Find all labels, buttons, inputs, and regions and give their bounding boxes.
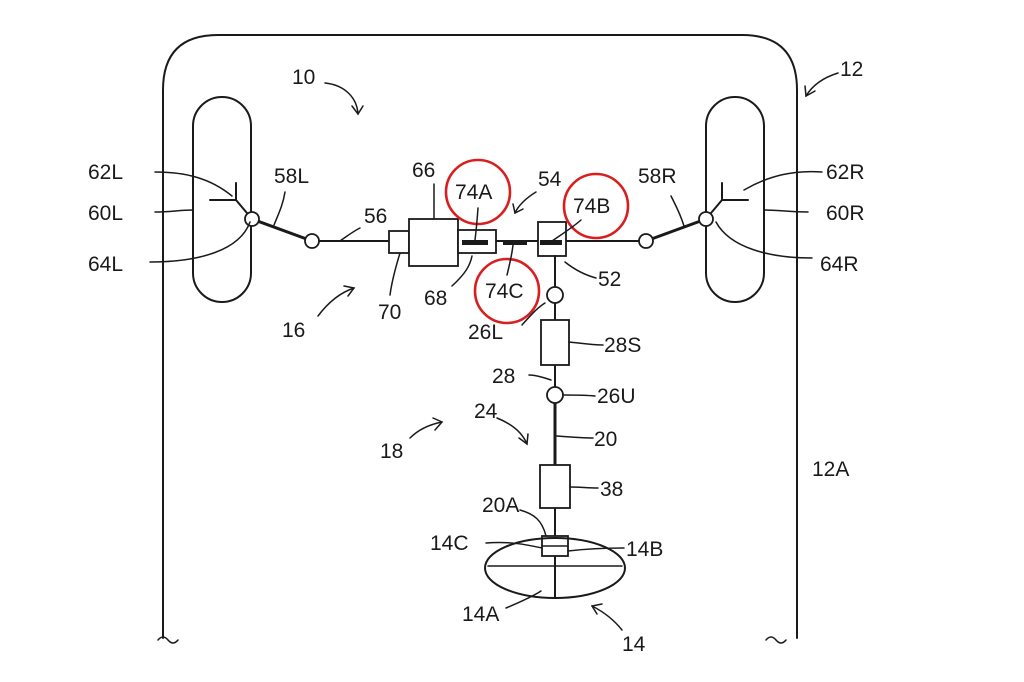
label-64L: 64L — [88, 253, 123, 276]
label-28S: 28S — [604, 334, 641, 357]
body-break-right — [765, 636, 787, 644]
label-28: 28 — [492, 365, 515, 388]
label-66: 66 — [412, 159, 435, 182]
arrow-24 — [496, 417, 528, 445]
left-wheel — [192, 96, 252, 303]
right-wheel — [705, 96, 765, 303]
arrow-16 — [317, 287, 355, 317]
label-52: 52 — [598, 268, 621, 291]
label-14C: 14C — [430, 532, 469, 555]
arrow-54 — [514, 191, 537, 214]
label-74B: 74B — [573, 195, 610, 218]
label-20A: 20A — [482, 494, 519, 517]
label-60R: 60R — [826, 202, 865, 225]
highlight-circle-74C — [473, 257, 541, 325]
steering-gear-box — [537, 221, 567, 257]
leader-lines — [149, 170, 823, 609]
universal-joint-26L — [546, 286, 564, 304]
label-62L: 62L — [88, 161, 123, 184]
tie-rod-joint-right-inner — [638, 233, 654, 249]
tie-rod-joint-right-outer — [698, 211, 714, 227]
steering-actuator-38 — [539, 464, 571, 509]
label-54: 54 — [538, 168, 562, 191]
stroke-mechanism-28S — [540, 319, 570, 366]
left-knuckle-arm — [209, 182, 253, 220]
label-24: 24 — [474, 400, 498, 423]
label-14B: 14B — [626, 538, 663, 561]
right-tie-rod — [644, 217, 708, 243]
label-38: 38 — [600, 478, 623, 501]
label-12: 12 — [840, 58, 863, 81]
rack-component-70 — [388, 230, 410, 254]
highlight-circle-74B — [562, 172, 630, 240]
body-break-left — [157, 636, 179, 644]
arrows — [317, 72, 839, 631]
label-26L: 26L — [468, 321, 503, 344]
label-14: 14 — [622, 633, 646, 656]
label-26U: 26U — [597, 385, 636, 408]
label-70: 70 — [378, 301, 401, 324]
label-12A: 12A — [812, 458, 849, 481]
label-74C: 74C — [485, 280, 524, 303]
label-68: 68 — [424, 287, 447, 310]
label-74A: 74A — [455, 181, 492, 204]
arrow-12 — [805, 72, 839, 97]
universal-joint-26U — [546, 386, 564, 404]
tie-rod-joint-left-inner — [304, 233, 320, 249]
label-56: 56 — [364, 205, 387, 228]
sensor-74C — [503, 240, 527, 245]
label-20: 20 — [594, 428, 617, 451]
label-64R: 64R — [820, 253, 859, 276]
label-14A: 14A — [462, 603, 499, 626]
label-18: 18 — [380, 440, 403, 463]
label-58R: 58R — [638, 165, 677, 188]
highlight-circle-74A — [444, 158, 512, 226]
arrow-10 — [324, 82, 359, 115]
label-16: 16 — [282, 319, 305, 342]
left-tie-rod — [250, 217, 314, 243]
sensor-74A — [462, 240, 488, 245]
arrow-14 — [591, 605, 623, 631]
label-10: 10 — [292, 66, 315, 89]
arrow-18 — [409, 421, 443, 439]
motor-housing-66 — [408, 218, 459, 267]
right-knuckle-arm — [705, 182, 749, 220]
reference-labels: 10 12 12A 62L 60L 64L 58L 56 66 74A 54 7… — [88, 58, 865, 656]
tie-rod-joint-left-outer — [244, 211, 260, 227]
label-58L: 58L — [274, 165, 309, 188]
label-60L: 60L — [88, 202, 123, 225]
vehicle-body-outline — [162, 34, 798, 639]
sensor-74B — [540, 240, 562, 245]
steering-wheel-14 — [484, 537, 626, 599]
label-62R: 62R — [826, 161, 865, 184]
